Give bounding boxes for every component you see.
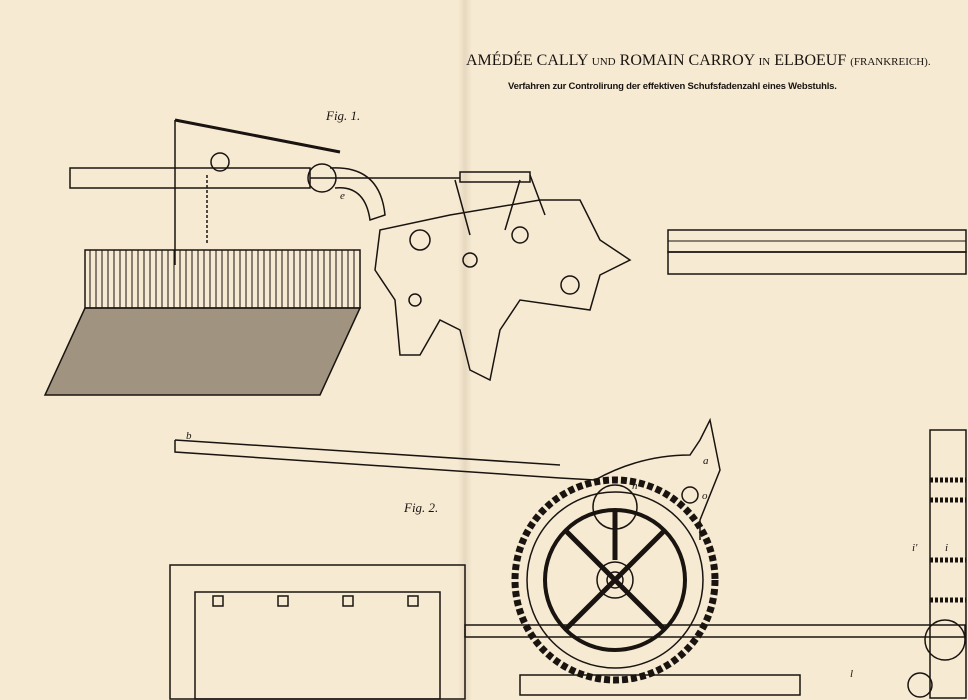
fig1-label: Fig. 1. (326, 108, 361, 123)
fig2-gear (511, 476, 719, 684)
fig2-box (169, 564, 966, 700)
fig2-right-assembly (907, 429, 967, 699)
fig1-reed (43, 249, 362, 396)
label-i: i (945, 542, 949, 554)
label-e: e (340, 190, 345, 202)
fig1-beam (69, 118, 460, 265)
label-i-prime: i' (912, 542, 918, 554)
label-a: a (703, 455, 709, 467)
patent-subtitle: Verfahren zur Controlirung der effektive… (508, 81, 837, 92)
label-h: h (632, 480, 638, 492)
country: (FRANKREICH). (850, 56, 931, 68)
conjunction: UND (591, 56, 616, 68)
label-o: o (702, 490, 708, 502)
label-l: l (850, 668, 854, 680)
fig2-label: Fig. 2. (404, 500, 439, 515)
place: ELBOEUF (774, 52, 847, 69)
label-b: b (186, 430, 192, 442)
fig1-mechanism (374, 171, 632, 382)
inventor-1: AMÉDÉE CALLY (466, 52, 588, 69)
fig1-roller (667, 229, 967, 275)
inventor-2: ROMAIN CARROY (619, 52, 755, 69)
patent-title: AMÉDÉE CALLY UND ROMAIN CARROY IN ELBOEU… (466, 52, 960, 70)
preposition: IN (758, 56, 771, 68)
fig2-lever (174, 417, 721, 540)
